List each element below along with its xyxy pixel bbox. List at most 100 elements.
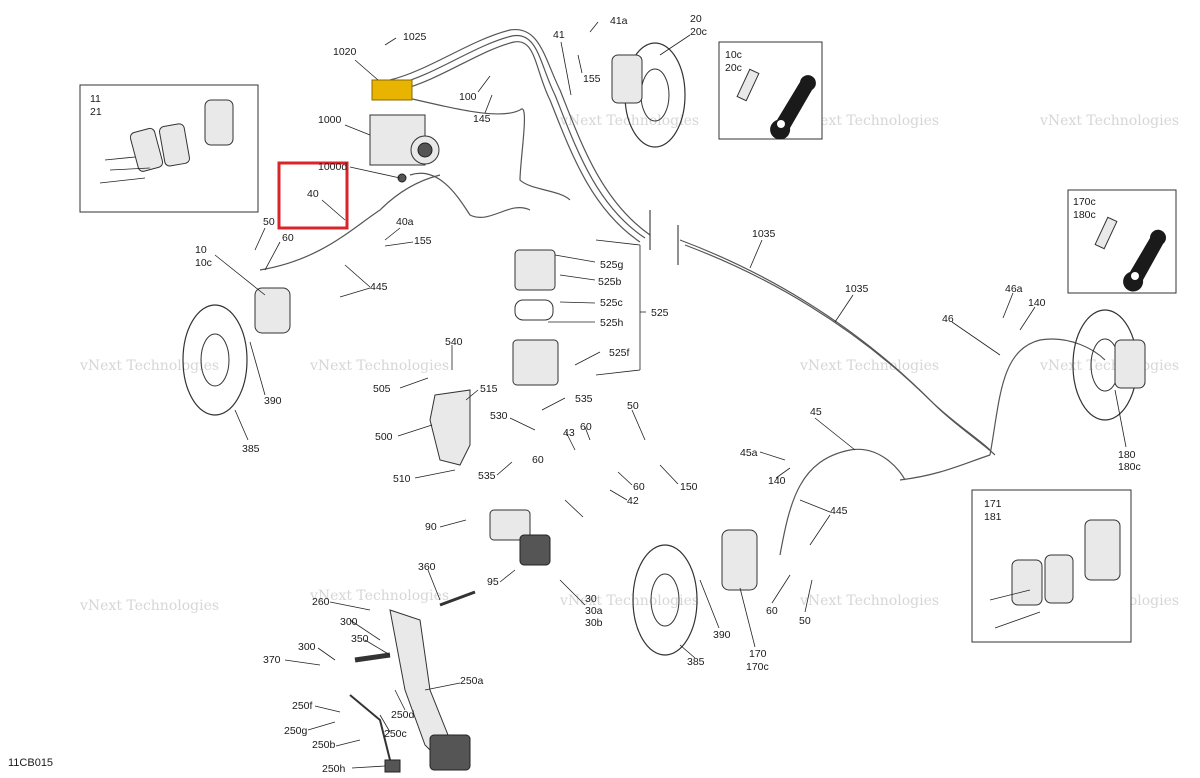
label-505: 505 xyxy=(373,383,391,395)
watermark: vNext Technologies xyxy=(559,593,699,609)
label-11: 11 xyxy=(90,93,101,105)
label-180c: 180c xyxy=(1118,461,1141,473)
label-30a: 30a xyxy=(585,605,603,617)
label-43: 43 xyxy=(563,427,575,439)
label-20: 20 xyxy=(690,13,702,25)
label-40: 40 xyxy=(307,188,319,200)
label-525g: 525g xyxy=(600,259,624,271)
label-46a: 46a xyxy=(1005,283,1023,295)
label-515: 515 xyxy=(480,383,498,395)
label-300: 300 xyxy=(340,616,358,628)
brake-reservoir-icon xyxy=(512,249,559,386)
watermark: vNext Technologies xyxy=(1039,358,1179,374)
label-171: 171 xyxy=(984,498,1002,510)
label-140-b: 140 xyxy=(1028,297,1046,309)
label-370: 370 xyxy=(263,654,281,666)
label-350: 350 xyxy=(351,633,369,645)
label-60-b: 60 xyxy=(580,421,592,433)
label-445: 445 xyxy=(370,281,388,293)
bleeder-screw-icon xyxy=(736,68,816,140)
label-30: 30 xyxy=(585,593,597,605)
label-30b: 30b xyxy=(585,617,603,629)
diagram-code: 11CB015 xyxy=(8,757,53,769)
label-50-c: 50 xyxy=(799,615,811,627)
label-250b: 250b xyxy=(312,739,336,751)
rear-master-cylinder-icon xyxy=(489,509,551,566)
label-525f: 525f xyxy=(609,347,630,359)
leader-lines xyxy=(214,21,1127,769)
label-170c-inset: 170c xyxy=(1073,196,1096,208)
label-40a: 40a xyxy=(396,216,414,228)
label-360: 360 xyxy=(418,561,436,573)
label-1025: 1025 xyxy=(403,31,427,43)
watermark: vNext Technologies xyxy=(799,358,939,374)
label-150: 150 xyxy=(680,481,698,493)
label-1035-b: 1035 xyxy=(845,283,869,295)
rear-left-brake-disc-icon xyxy=(632,529,758,656)
label-250a: 250a xyxy=(460,675,484,687)
watermark: vNext Technologies xyxy=(799,593,939,609)
label-1000d: 1000d xyxy=(318,161,347,173)
rear-brake-pads-icon xyxy=(989,519,1121,629)
label-385-b: 385 xyxy=(687,656,705,668)
label-300-b: 300 xyxy=(298,641,316,653)
label-250d: 250d xyxy=(391,709,415,721)
label-250f: 250f xyxy=(292,700,313,712)
label-45a: 45a xyxy=(740,447,758,459)
label-10c: 10c xyxy=(725,49,742,61)
watermark: vNext Technologies xyxy=(309,588,449,604)
label-42: 42 xyxy=(627,495,639,507)
part-labels: 1025 1020 1000 1000d 40 41 41a 155 100 1… xyxy=(90,13,1141,775)
brake-lines xyxy=(259,29,1106,556)
label-60-e: 60 xyxy=(766,605,778,617)
label-95: 95 xyxy=(487,576,499,588)
label-170c: 170c xyxy=(746,661,769,673)
label-525: 525 xyxy=(651,307,669,319)
label-500: 500 xyxy=(375,431,393,443)
label-140: 140 xyxy=(768,475,786,487)
label-170: 170 xyxy=(749,648,767,660)
label-525c: 525c xyxy=(600,297,623,309)
label-180: 180 xyxy=(1118,449,1136,461)
front-left-brake-disc-icon xyxy=(182,287,291,416)
watermark: vNext Technologies xyxy=(1039,113,1179,129)
label-250g: 250g xyxy=(284,725,308,737)
label-180c-inset: 180c xyxy=(1073,209,1096,221)
label-90: 90 xyxy=(425,521,437,533)
label-60-d: 60 xyxy=(633,481,645,493)
label-21: 21 xyxy=(90,106,102,118)
brake-pads-icon xyxy=(99,99,234,184)
label-181: 181 xyxy=(984,511,1002,523)
label-155: 155 xyxy=(583,73,601,85)
bleeder-cap-icon xyxy=(1094,216,1166,292)
label-445-b: 445 xyxy=(830,505,848,517)
label-1000: 1000 xyxy=(318,114,342,126)
label-20c-inset: 20c xyxy=(725,62,742,74)
label-41a: 41a xyxy=(610,15,628,27)
label-530: 530 xyxy=(490,410,508,422)
label-46: 46 xyxy=(942,313,954,325)
brake-pedal-icon xyxy=(349,590,476,773)
watermark: vNext Technologies xyxy=(79,358,219,374)
label-145: 145 xyxy=(473,113,491,125)
label-540: 540 xyxy=(445,336,463,348)
label-60: 60 xyxy=(282,232,294,244)
label-155-b: 155 xyxy=(414,235,432,247)
highlight-box xyxy=(277,161,349,230)
label-535: 535 xyxy=(575,393,593,405)
bracket-icon xyxy=(429,389,471,466)
rear-right-brake-disc-icon xyxy=(1072,309,1146,421)
abs-module-icon xyxy=(369,79,440,183)
label-50: 50 xyxy=(263,216,275,228)
label-45: 45 xyxy=(810,406,822,418)
front-right-brake-disc-icon xyxy=(611,42,686,148)
label-250c: 250c xyxy=(384,728,407,740)
label-1035: 1035 xyxy=(752,228,776,240)
label-100: 100 xyxy=(459,91,477,103)
label-41: 41 xyxy=(553,29,565,41)
label-20c: 20c xyxy=(690,26,707,38)
watermark: vNext Technologies xyxy=(309,358,449,374)
watermark: vNext Technologies xyxy=(799,113,939,129)
label-390: 390 xyxy=(264,395,282,407)
